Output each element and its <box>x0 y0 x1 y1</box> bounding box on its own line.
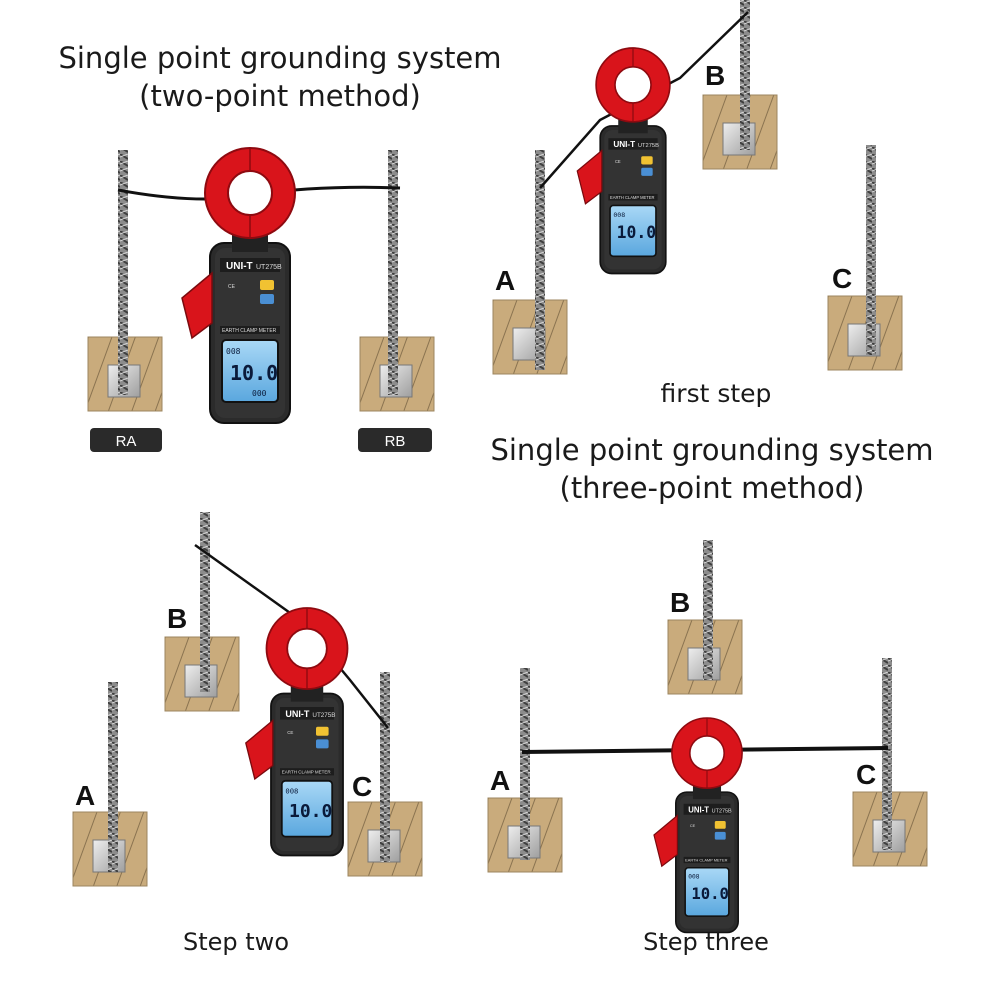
svg-text:RB: RB <box>385 433 406 450</box>
svg-text:C: C <box>856 759 876 790</box>
panel-step-two: B A C UNI-T UT275B EARTH CLAMP METER CE … <box>72 512 423 956</box>
svg-text:EARTH CLAMP METER: EARTH CLAMP METER <box>222 328 277 334</box>
electrode-c: C <box>852 658 928 867</box>
svg-text:A: A <box>495 265 515 296</box>
svg-text:A: A <box>75 780 95 811</box>
svg-text:10.0: 10.0 <box>691 885 729 903</box>
electrode-rb <box>359 150 435 412</box>
svg-text:10.0: 10.0 <box>617 223 656 242</box>
svg-text:B: B <box>167 603 187 634</box>
electrode-a: A <box>72 682 148 887</box>
three-point-title-line2: (three-point method) <box>560 471 865 505</box>
svg-text:C: C <box>832 263 852 294</box>
step-label-two: Step two <box>183 928 289 956</box>
svg-text:B: B <box>705 60 725 91</box>
svg-text:008: 008 <box>226 347 241 356</box>
svg-text:10.0: 10.0 <box>289 801 332 822</box>
tag-rb: RB <box>358 428 432 452</box>
svg-text:CE: CE <box>228 284 236 290</box>
clamp-meter: UNI-T UT275B EARTH CLAMP METER CE 008 10… <box>653 717 743 934</box>
electrode-c: C <box>347 672 423 877</box>
electrode-b: B <box>702 0 778 170</box>
clamp-meter: UNI-T UT275B EARTH CLAMP METER CE 008 10… <box>181 147 296 424</box>
electrode-b: B <box>667 540 743 695</box>
svg-text:UT275B: UT275B <box>638 143 659 149</box>
three-point-title-line1: Single point grounding system <box>490 433 933 467</box>
svg-text:000: 000 <box>252 389 267 398</box>
svg-text:UT275B: UT275B <box>256 264 282 271</box>
step-label-first: first step <box>661 379 772 408</box>
electrode-b: B <box>164 512 240 712</box>
electrode-c: C <box>827 145 903 371</box>
svg-text:008: 008 <box>688 874 700 881</box>
svg-text:CE: CE <box>615 159 621 164</box>
panel-step-three: B A C UNI-T UT275B EARTH CLAMP METER CE … <box>487 540 928 956</box>
svg-text:B: B <box>670 587 690 618</box>
svg-text:UNI-T: UNI-T <box>688 805 709 814</box>
electrode-ra <box>87 150 163 412</box>
svg-text:UNI-T: UNI-T <box>285 709 309 719</box>
tag-ra: RA <box>90 428 162 452</box>
electrode-a: A <box>492 150 568 375</box>
svg-text:EARTH CLAMP METER: EARTH CLAMP METER <box>610 195 654 200</box>
svg-text:CE: CE <box>287 730 293 735</box>
panel-first-step: B A C UNI-T UT275B EARTH CLAMP METER CE … <box>492 0 903 408</box>
svg-text:UNI-T: UNI-T <box>613 140 635 149</box>
svg-text:008: 008 <box>613 211 625 219</box>
panel-two-point: UNI-T UT275B EARTH CLAMP METER CE 008 10… <box>87 147 435 452</box>
step-label-three: Step three <box>643 928 769 956</box>
svg-text:EARTH CLAMP METER: EARTH CLAMP METER <box>282 770 332 775</box>
svg-text:EARTH CLAMP METER: EARTH CLAMP METER <box>685 858 727 863</box>
two-point-title-line1: Single point grounding system <box>58 41 501 75</box>
svg-text:CE: CE <box>690 823 696 828</box>
clamp-meter: UNI-T UT275B EARTH CLAMP METER CE 008 10… <box>576 47 671 275</box>
svg-text:UT275B: UT275B <box>712 808 732 814</box>
svg-text:RA: RA <box>116 433 137 450</box>
svg-text:10.0: 10.0 <box>230 361 278 385</box>
svg-text:UNI-T: UNI-T <box>226 261 253 272</box>
svg-text:C: C <box>352 771 372 802</box>
svg-text:008: 008 <box>285 786 298 795</box>
electrode-a: A <box>487 668 563 873</box>
svg-text:A: A <box>490 765 510 796</box>
clamp-meter: UNI-T UT275B EARTH CLAMP METER CE 008 10… <box>244 607 349 857</box>
svg-text:UT275B: UT275B <box>312 712 335 719</box>
two-point-title-line2: (two-point method) <box>139 79 421 113</box>
